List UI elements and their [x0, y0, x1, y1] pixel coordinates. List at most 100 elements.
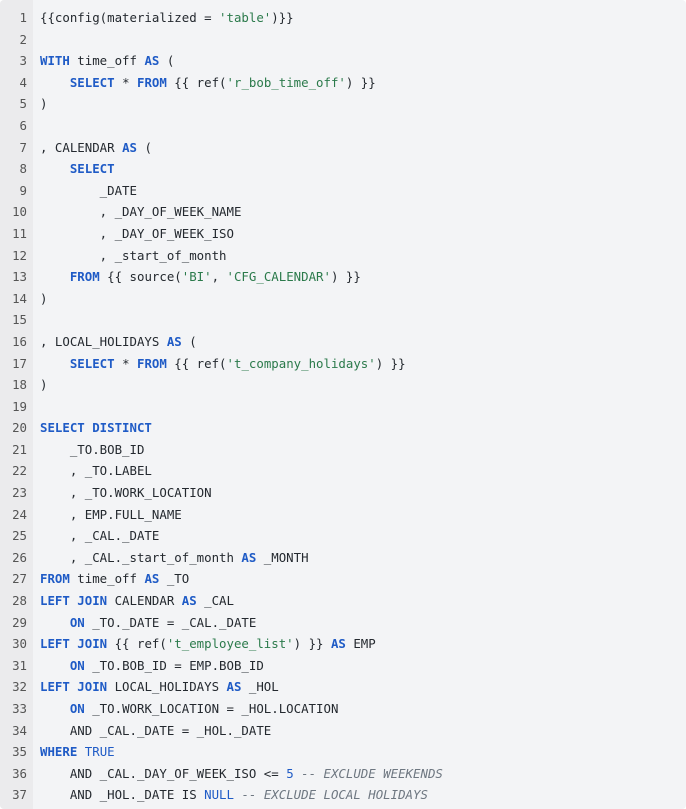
- code-line: SELECT * FROM {{ ref('r_bob_time_off') }…: [40, 72, 686, 94]
- keyword-token: SELECT: [69, 74, 115, 90]
- code-line: LEFT JOIN LOCAL_HOLIDAYS AS _HOL: [40, 676, 686, 698]
- code-token: ,: [211, 269, 227, 285]
- code-token: [40, 161, 70, 176]
- code-line: LEFT JOIN {{ ref('t_employee_list') }} A…: [40, 633, 686, 655]
- line-number: 34: [12, 722, 27, 738]
- code-token: (: [159, 53, 175, 69]
- code-line: LEFT JOIN CALENDAR AS _CAL: [40, 590, 686, 612]
- string-token: 'table': [219, 10, 272, 25]
- string-token: 'r_bob_time_off': [226, 74, 346, 90]
- code-token: {{ ref(: [166, 74, 227, 90]
- code-line: WITH time_off AS (: [40, 50, 686, 72]
- line-number: 3: [19, 53, 27, 69]
- code-line: , CALENDAR AS (: [40, 137, 686, 159]
- code-token: *: [114, 355, 137, 371]
- line-number: 27: [12, 571, 27, 587]
- keyword-token: LEFT JOIN: [40, 679, 108, 695]
- keyword-token: FROM: [137, 74, 167, 90]
- code-token: [40, 615, 70, 630]
- line-number: 13: [12, 269, 27, 285]
- code-line: FROM {{ source('BI', 'CFG_CALENDAR') }}: [40, 266, 686, 288]
- code-token: _MONTH: [256, 549, 309, 565]
- keyword-token: FROM: [40, 571, 70, 587]
- code-token: ): [40, 377, 48, 393]
- code-line: ON _TO.WORK_LOCATION = _HOL.LOCATION: [40, 698, 686, 720]
- keyword-token: AS: [166, 333, 182, 349]
- line-number: 32: [12, 679, 27, 695]
- line-number: 31: [12, 657, 27, 673]
- code-content[interactable]: {{config(materialized = 'table')}} WITH t…: [33, 0, 686, 809]
- code-line: WHERE TRUE: [40, 741, 686, 763]
- code-token: , _DAY_OF_WEEK_ISO: [40, 225, 234, 241]
- line-number: 19: [12, 398, 27, 414]
- code-token: , _TO.WORK_LOCATION: [40, 485, 212, 501]
- line-number: 25: [12, 528, 27, 544]
- code-line: AND _CAL._DATE = _HOL._DATE: [40, 720, 686, 742]
- line-number: 14: [12, 290, 27, 306]
- code-token: ) }}: [330, 269, 361, 285]
- code-line: ): [40, 93, 686, 115]
- code-token: {{ ref(: [166, 355, 227, 371]
- line-number: 36: [12, 765, 27, 781]
- code-token: {{ source(: [99, 269, 182, 285]
- code-line: _TO.BOB_ID: [40, 439, 686, 461]
- code-token: _TO.WORK_LOCATION = _HOL.LOCATION: [84, 701, 339, 716]
- code-token: _TO: [159, 571, 190, 587]
- keyword-token: AS: [181, 593, 197, 609]
- code-line: [40, 115, 686, 137]
- code-token: (: [136, 139, 152, 155]
- keyword-token: AS: [330, 636, 346, 652]
- code-line: AND _CAL._DAY_OF_WEEK_ISO <= 5 -- EXCLUD…: [40, 763, 686, 785]
- code-line: [40, 29, 686, 51]
- line-number: 7: [19, 139, 27, 155]
- code-token: ) }}: [293, 636, 331, 652]
- keyword-token: ON: [69, 701, 85, 716]
- keyword-token: WHERE: [40, 744, 78, 760]
- code-token: {{ ref(: [107, 636, 167, 652]
- line-number: 35: [12, 744, 27, 760]
- line-number: 24: [12, 506, 27, 522]
- number-token: 5: [286, 765, 294, 781]
- line-number: 9: [19, 182, 27, 198]
- line-number: 28: [12, 593, 27, 609]
- code-token: time_off: [69, 53, 145, 69]
- code-token: {{config(materialized =: [40, 10, 220, 25]
- line-number: 20: [12, 420, 27, 436]
- code-line: , LOCAL_HOLIDAYS AS (: [40, 331, 686, 353]
- code-token: , LOCAL_HOLIDAYS: [40, 333, 167, 349]
- code-token: )}}: [271, 10, 294, 25]
- code-line: , _TO.WORK_LOCATION: [40, 482, 686, 504]
- string-token: 'BI': [181, 269, 212, 285]
- keyword-token: ON: [69, 614, 85, 630]
- code-token: , CALENDAR: [40, 139, 123, 155]
- keyword-token: LEFT JOIN: [40, 593, 108, 609]
- comment-token: -- EXCLUDE WEEKENDS: [301, 765, 443, 781]
- line-number: 29: [12, 614, 27, 630]
- line-number: 22: [12, 463, 27, 479]
- line-number: 23: [12, 485, 27, 501]
- code-token: _DATE: [40, 182, 137, 198]
- code-line: FROM time_off AS _TO: [40, 568, 686, 590]
- string-token: 't_company_holidays': [226, 355, 376, 371]
- line-number: 5: [19, 96, 27, 112]
- code-token: AND _CAL._DATE = _HOL._DATE: [40, 722, 272, 738]
- line-number: 10: [12, 204, 27, 220]
- keyword-token: LEFT JOIN: [40, 636, 108, 652]
- code-token: ): [40, 290, 48, 306]
- code-token: *: [114, 74, 137, 90]
- literal-token: NULL: [204, 787, 234, 803]
- line-number: 37: [12, 787, 27, 803]
- code-token: time_off: [69, 571, 145, 587]
- code-line: SELECT * FROM {{ ref('t_company_holidays…: [40, 353, 686, 375]
- keyword-token: SELECT: [69, 355, 115, 371]
- code-line: _DATE: [40, 180, 686, 202]
- line-number: 18: [12, 377, 27, 393]
- code-line: ON _TO.BOB_ID = EMP.BOB_ID: [40, 655, 686, 677]
- code-token: , _CAL._start_of_month: [40, 549, 242, 565]
- keyword-token: AS: [226, 679, 242, 695]
- code-token: ) }}: [345, 74, 376, 90]
- line-number: 11: [12, 225, 27, 241]
- code-line: , _DAY_OF_WEEK_NAME: [40, 201, 686, 223]
- code-token: _CAL: [196, 593, 234, 609]
